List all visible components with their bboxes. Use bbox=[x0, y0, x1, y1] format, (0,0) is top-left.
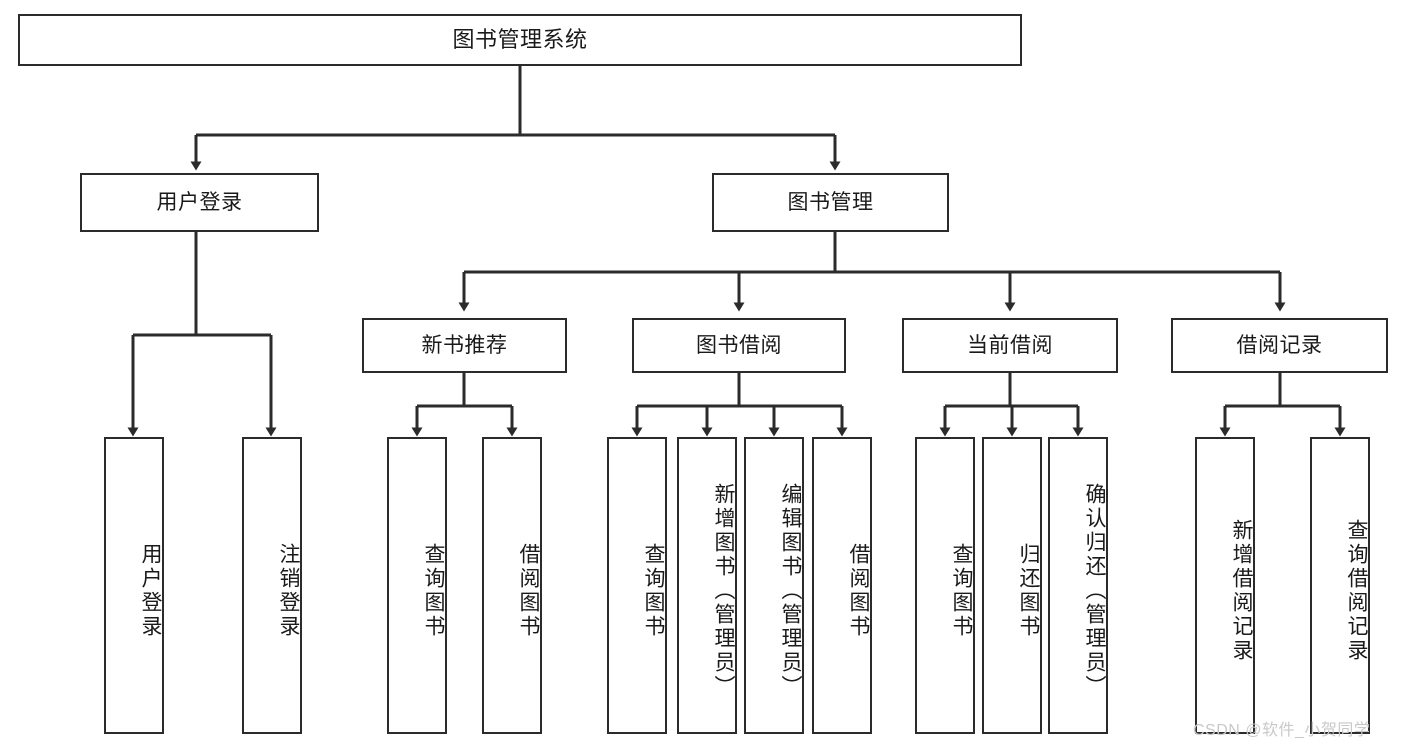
node-leaf-add-book-label: 新增图书（管理员） bbox=[712, 482, 735, 699]
node-leaf-query-record[interactable]: 查询借阅记录 bbox=[1310, 437, 1370, 734]
node-leaf-user-login-label: 用户登录 bbox=[139, 542, 162, 639]
node-leaf-borrow-book-2-label: 借阅图书 bbox=[847, 542, 870, 639]
node-leaf-edit-book[interactable]: 编辑图书（管理员） bbox=[744, 437, 804, 734]
node-new-book-rec[interactable]: 新书推荐 bbox=[362, 318, 567, 373]
node-leaf-return-book-label: 归还图书 bbox=[1017, 542, 1040, 639]
node-leaf-confirm-return[interactable]: 确认归还（管理员） bbox=[1048, 437, 1108, 734]
node-book-manage-label: 图书管理 bbox=[787, 190, 874, 214]
node-leaf-add-book[interactable]: 新增图书（管理员） bbox=[677, 437, 737, 734]
node-leaf-add-record[interactable]: 新增借阅记录 bbox=[1195, 437, 1255, 734]
node-user-login[interactable]: 用户登录 bbox=[80, 173, 319, 232]
node-root[interactable]: 图书管理系统 bbox=[18, 14, 1022, 66]
node-leaf-add-record-label: 新增借阅记录 bbox=[1230, 518, 1253, 663]
node-leaf-edit-book-label: 编辑图书（管理员） bbox=[779, 482, 802, 699]
node-new-book-rec-label: 新书推荐 bbox=[421, 333, 508, 357]
node-book-borrow-label: 图书借阅 bbox=[696, 333, 782, 357]
node-leaf-confirm-return-label: 确认归还（管理员） bbox=[1083, 482, 1106, 699]
node-leaf-borrow-book-1[interactable]: 借阅图书 bbox=[482, 437, 542, 734]
node-book-manage[interactable]: 图书管理 bbox=[712, 173, 949, 232]
node-leaf-user-logout-label: 注销登录 bbox=[277, 542, 300, 639]
node-leaf-query-book-3[interactable]: 查询图书 bbox=[915, 437, 975, 734]
node-root-label: 图书管理系统 bbox=[452, 26, 588, 52]
node-user-login-label: 用户登录 bbox=[156, 190, 243, 214]
node-leaf-query-book-1-label: 查询图书 bbox=[422, 542, 445, 639]
node-leaf-query-book-3-label: 查询图书 bbox=[950, 542, 973, 639]
node-current-borrow-label: 当前借阅 bbox=[967, 333, 1053, 357]
node-leaf-return-book[interactable]: 归还图书 bbox=[982, 437, 1042, 734]
node-book-borrow[interactable]: 图书借阅 bbox=[632, 318, 846, 373]
node-leaf-query-book-2-label: 查询图书 bbox=[642, 542, 665, 639]
node-leaf-query-book-2[interactable]: 查询图书 bbox=[607, 437, 667, 734]
node-leaf-borrow-book-2[interactable]: 借阅图书 bbox=[812, 437, 872, 734]
node-leaf-user-login[interactable]: 用户登录 bbox=[104, 437, 164, 734]
node-borrow-record[interactable]: 借阅记录 bbox=[1171, 318, 1388, 373]
node-leaf-query-record-label: 查询借阅记录 bbox=[1345, 518, 1368, 663]
node-current-borrow[interactable]: 当前借阅 bbox=[902, 318, 1118, 373]
node-leaf-query-book-1[interactable]: 查询图书 bbox=[387, 437, 447, 734]
node-leaf-user-logout[interactable]: 注销登录 bbox=[242, 437, 302, 734]
node-leaf-borrow-book-1-label: 借阅图书 bbox=[517, 542, 540, 639]
node-borrow-record-label: 借阅记录 bbox=[1236, 333, 1323, 357]
